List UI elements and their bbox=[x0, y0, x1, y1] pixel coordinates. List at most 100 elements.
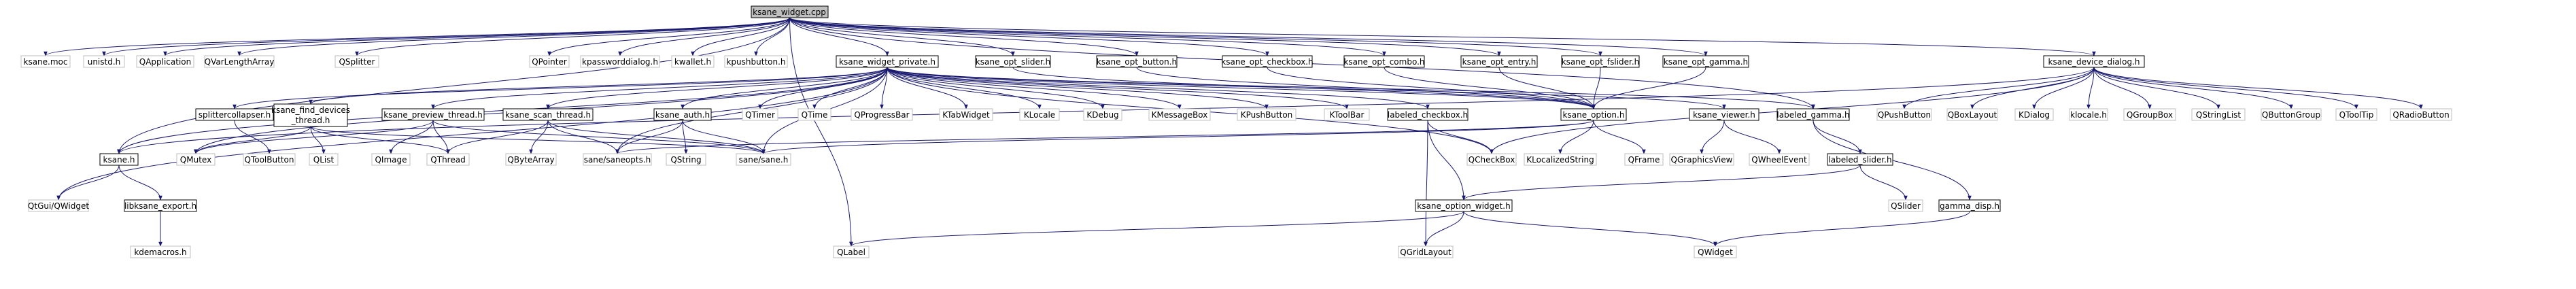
edge-ksane-option-widget-h-to-qlabel bbox=[849, 211, 1464, 247]
edge-labeled-checkbox-h-to-ksane-option-widget-h bbox=[1427, 120, 1466, 201]
node-sane-saneopts-h[interactable]: sane/saneopts.h bbox=[583, 153, 652, 166]
node-ksane-opt-entry-h[interactable]: ksane_opt_entry.h bbox=[1460, 55, 1538, 68]
node-kwallet-h[interactable]: kwallet.h bbox=[671, 55, 715, 68]
svg-text:KDebug: KDebug bbox=[1086, 110, 1118, 120]
node-qbuttongroup[interactable]: QButtonGroup bbox=[2261, 108, 2322, 121]
node-qprogressbar[interactable]: QProgressBar bbox=[851, 108, 913, 121]
edge-labeled-gamma-h-to-labeled-slider-h bbox=[1813, 120, 1862, 154]
node-unistd-h[interactable]: unistd.h bbox=[83, 55, 125, 68]
edge-ksane-widget-private-h-to-kdebug bbox=[887, 67, 1105, 109]
edge-ksane-option-h-to-klocalizedstring bbox=[1558, 120, 1594, 154]
node-ksane-opt-fslider-h[interactable]: ksane_opt_fslider.h bbox=[1561, 55, 1640, 68]
node-kpassworddialog-h[interactable]: kpassworddialog.h bbox=[580, 55, 660, 68]
node-ksane-auth-h[interactable]: ksane_auth.h bbox=[653, 108, 712, 121]
node-ksane-opt-button-h[interactable]: ksane_opt_button.h bbox=[1096, 55, 1178, 68]
node-qthread[interactable]: QThread bbox=[426, 153, 470, 166]
node-ksane-find-devices-thread-h[interactable]: ksane_find_devices_thread.h bbox=[271, 103, 350, 127]
svg-text:QFrame: QFrame bbox=[1628, 155, 1660, 165]
node-kdebug[interactable]: KDebug bbox=[1083, 108, 1122, 121]
svg-text:QStringList: QStringList bbox=[2196, 110, 2242, 120]
node-qbytearray[interactable]: QByteArray bbox=[505, 153, 557, 166]
edge-ksane-h-to-qtgui-qwidget bbox=[56, 165, 120, 201]
node-qgridlayout[interactable]: QGridLayout bbox=[1398, 245, 1454, 258]
svg-text:QSplitter: QSplitter bbox=[339, 57, 375, 67]
node-klocale[interactable]: KLocale bbox=[1019, 108, 1060, 121]
node-ksane-option-h[interactable]: ksane_option.h bbox=[1560, 108, 1627, 121]
edge-ksane-widget-cpp-to-ksane-opt-gamma-h bbox=[789, 17, 1708, 56]
node-qstring[interactable]: QString bbox=[666, 153, 706, 166]
edge-ksane-scan-thread-h-to-qbytearray bbox=[529, 120, 549, 154]
node-qsplitter[interactable]: QSplitter bbox=[334, 55, 379, 68]
node-labeled-checkbox-h[interactable]: labeled_checkbox.h bbox=[1387, 108, 1469, 121]
node-ktabwidget[interactable]: KTabWidget bbox=[939, 108, 993, 121]
svg-text:labeled_checkbox.h: labeled_checkbox.h bbox=[1388, 110, 1468, 120]
node-qwheelevent[interactable]: QWheelEvent bbox=[1749, 153, 1810, 166]
node-qpushbutton[interactable]: QPushButton bbox=[1876, 108, 1932, 121]
node-ksane-opt-combo-h[interactable]: ksane_opt_combo.h bbox=[1343, 55, 1425, 68]
node-libksane-export-h[interactable]: libksane_export.h bbox=[124, 199, 197, 212]
node-ksane-widget-cpp[interactable]: ksane_widget.cpp bbox=[751, 5, 829, 18]
svg-text:KLocalizedString: KLocalizedString bbox=[1526, 155, 1594, 165]
node-ksane-option-widget-h[interactable]: ksane_option_widget.h bbox=[1415, 199, 1513, 212]
node-gamma-disp-h[interactable]: gamma_disp.h bbox=[1938, 199, 2001, 212]
node-qcheckbox[interactable]: QCheckBox bbox=[1466, 153, 1517, 166]
node-ksane-widget-private-h[interactable]: ksane_widget_private.h bbox=[836, 55, 939, 68]
svg-text:kwallet.h: kwallet.h bbox=[674, 57, 711, 67]
node-qslider[interactable]: QSlider bbox=[1888, 199, 1923, 212]
edge-ksane-widget-cpp-to-ksane-widget-private-h bbox=[789, 17, 889, 56]
node-qtoolbutton[interactable]: QToolButton bbox=[243, 153, 296, 166]
node-labeled-slider-h[interactable]: labeled_slider.h bbox=[1827, 153, 1893, 166]
edge-ksane-option-widget-h-to-qgridlayout bbox=[1424, 211, 1464, 247]
node-ksane-opt-checkbox-h[interactable]: ksane_opt_checkbox.h bbox=[1221, 55, 1313, 68]
node-qstringlist[interactable]: QStringList bbox=[2191, 108, 2246, 121]
svg-text:ksane_device_dialog.h: ksane_device_dialog.h bbox=[2048, 57, 2140, 67]
node-qlabel[interactable]: QLabel bbox=[833, 245, 870, 258]
node-sane-sane-h[interactable]: sane/sane.h bbox=[736, 153, 791, 166]
svg-text:KLocale: KLocale bbox=[1024, 110, 1055, 120]
node-ksane-moc[interactable]: ksane.moc bbox=[20, 55, 71, 68]
edge-labeled-checkbox-h-to-qgridlayout bbox=[1424, 120, 1428, 247]
node-kpushbutton[interactable]: KPushButton bbox=[1237, 108, 1296, 121]
node-qlist[interactable]: QList bbox=[309, 153, 339, 166]
node-kpushbutton-h[interactable]: kpushbutton.h bbox=[724, 55, 788, 68]
node-qtgui-qwidget[interactable]: QtGui/QWidget bbox=[28, 199, 89, 212]
node-qtimer[interactable]: QTimer bbox=[742, 108, 778, 121]
node-splittercollapser-h[interactable]: splittercollapser.h bbox=[195, 108, 274, 121]
svg-text:ksane_opt_fslider.h: ksane_opt_fslider.h bbox=[1562, 57, 1640, 67]
edge-ksane-device-dialog-h-to-qpushbutton bbox=[1902, 67, 2095, 109]
svg-text:QMutex: QMutex bbox=[180, 155, 211, 165]
node-qwidget[interactable]: QWidget bbox=[1694, 245, 1737, 258]
node-klocale-h[interactable]: klocale.h bbox=[2069, 108, 2108, 121]
node-qvarlengtharray[interactable]: QVarLengthArray bbox=[204, 55, 275, 68]
edge-ksane-device-dialog-h-to-qboxlayout bbox=[1970, 67, 2095, 109]
node-qtime[interactable]: QTime bbox=[797, 108, 831, 121]
node-qboxlayout[interactable]: QBoxLayout bbox=[1946, 108, 1998, 121]
node-ktoolbar[interactable]: KToolBar bbox=[1324, 108, 1370, 121]
node-kdialog[interactable]: KDialog bbox=[2014, 108, 2054, 121]
node-ksane-preview-thread-h[interactable]: ksane_preview_thread.h bbox=[381, 108, 485, 121]
node-qgroupbox[interactable]: QGroupBox bbox=[2123, 108, 2176, 121]
node-kmessagebox[interactable]: KMessageBox bbox=[1148, 108, 1211, 121]
node-qapplication[interactable]: QApplication bbox=[136, 55, 194, 68]
svg-text:QGridLayout: QGridLayout bbox=[1400, 248, 1452, 257]
node-qgraphicsview[interactable]: QGraphicsView bbox=[1669, 153, 1734, 166]
node-ksane-h[interactable]: ksane.h bbox=[99, 153, 139, 166]
svg-text:QCheckBox: QCheckBox bbox=[1469, 155, 1515, 165]
node-ksane-opt-gamma-h[interactable]: ksane_opt_gamma.h bbox=[1662, 55, 1749, 68]
node-qtooltip[interactable]: QToolTip bbox=[2335, 108, 2377, 121]
svg-text:_thread.h: _thread.h bbox=[291, 116, 330, 125]
node-qframe[interactable]: QFrame bbox=[1624, 153, 1664, 166]
node-qpointer[interactable]: QPointer bbox=[529, 55, 570, 68]
node-labeled-gamma-h[interactable]: labeled_gamma.h bbox=[1776, 108, 1850, 121]
node-ksane-opt-slider-h[interactable]: ksane_opt_slider.h bbox=[975, 55, 1051, 68]
edge-labeled-slider-h-to-qslider bbox=[1859, 165, 1908, 201]
node-ksane-device-dialog-h[interactable]: ksane_device_dialog.h bbox=[2043, 55, 2145, 68]
node-kdemacros-h[interactable]: kdemacros.h bbox=[130, 245, 191, 258]
node-klocalizedstring[interactable]: KLocalizedString bbox=[1524, 153, 1597, 166]
svg-text:ksane_opt_combo.h: ksane_opt_combo.h bbox=[1343, 57, 1424, 67]
node-ksane-viewer-h[interactable]: ksane_viewer.h bbox=[1689, 108, 1759, 121]
node-qradiobutton[interactable]: QRadioButton bbox=[2390, 108, 2452, 121]
node-ksane-scan-thread-h[interactable]: ksane_scan_thread.h bbox=[502, 108, 594, 121]
node-qimage[interactable]: QImage bbox=[371, 153, 411, 166]
node-qmutex[interactable]: QMutex bbox=[176, 153, 216, 166]
